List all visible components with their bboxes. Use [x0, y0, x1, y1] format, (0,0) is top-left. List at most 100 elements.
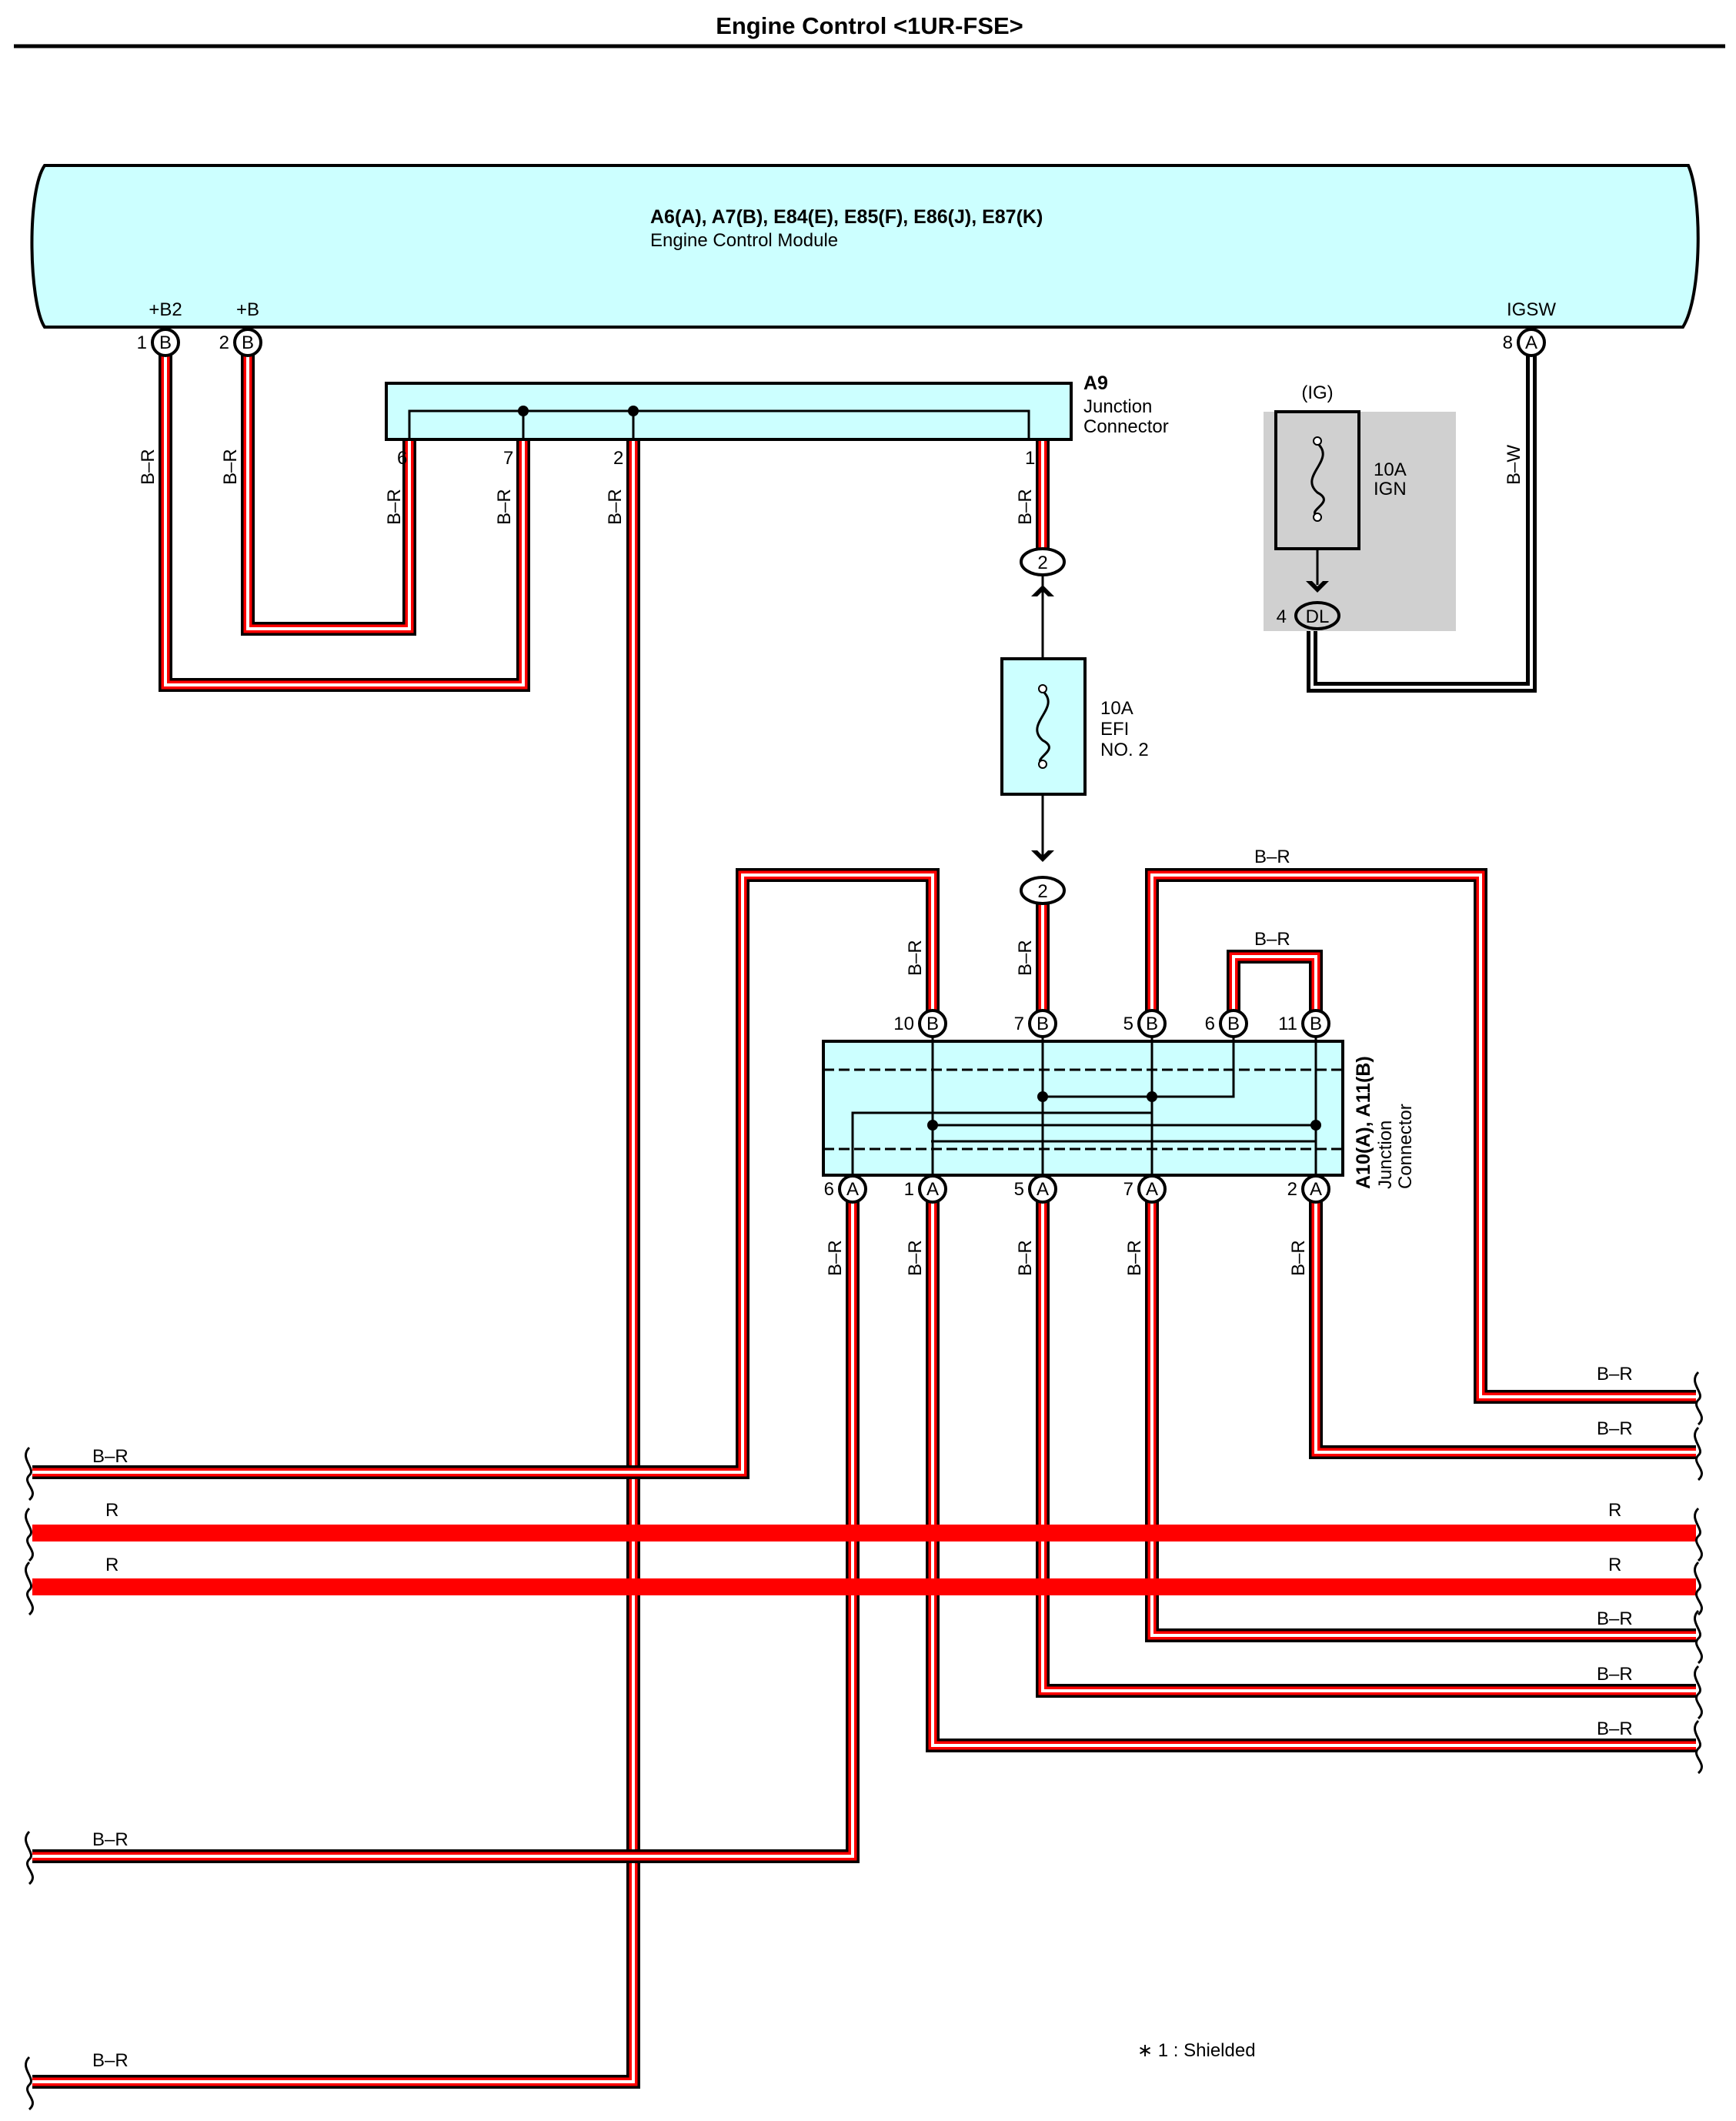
- a9-pin-2: 2: [613, 448, 623, 469]
- wire-break-right-icon: [1694, 1719, 1703, 1775]
- ign-dl-connector-label: DL: [1306, 606, 1330, 627]
- a10-splice-dot: [1037, 1091, 1048, 1102]
- b-r-wire-6b-11b: [1227, 950, 1323, 1022]
- a10-bottom-pin: A5: [1014, 1174, 1057, 1204]
- pin-number: 6: [824, 1179, 834, 1200]
- wire-break-left-icon: [25, 1446, 34, 1501]
- wire-label-b-r: B–R: [92, 1829, 129, 1850]
- pin-number: 8: [1503, 332, 1513, 353]
- pin-circle: [1028, 1009, 1057, 1038]
- b-r-wire-7a: [1145, 1195, 1696, 1642]
- a10-label: A10(A), A11(B) Junction Connector: [1353, 1056, 1416, 1189]
- pin-connector-letter: B: [1310, 1014, 1322, 1034]
- a10-internal-bus: [851, 1035, 1317, 1181]
- wire-break-right-icon: [1694, 1371, 1703, 1426]
- a10-bottom-pin: A1: [904, 1174, 947, 1204]
- pin-circle: [1028, 1174, 1057, 1204]
- shielded-note: ∗ 1 : Shielded: [1137, 2040, 1256, 2061]
- pin-connector-letter: B: [1037, 1014, 1049, 1034]
- ign-group-label: (IG): [1301, 382, 1333, 403]
- wire-break-right-icon: [1694, 1426, 1703, 1481]
- efi-fuse-box: [1000, 657, 1087, 796]
- pin-number: 1: [904, 1179, 914, 1200]
- a10-bottom-pin: A2: [1287, 1174, 1330, 1204]
- wire-label-b-r: B–R: [1015, 940, 1036, 976]
- a9-code: A9: [1083, 372, 1108, 394]
- engine-control-module-block: [30, 164, 1700, 329]
- efi-fuse-icon: [1036, 690, 1050, 766]
- wire-label-b-r: B–R: [1124, 1240, 1145, 1276]
- ign-fuse-name: IGN: [1374, 479, 1407, 499]
- wire-label-b-r: B–R: [220, 449, 241, 485]
- a10-splice-dot: [1310, 1120, 1321, 1131]
- wire-label-b-r: B–R: [1597, 1664, 1633, 1685]
- wire-label-b-r: B–R: [92, 1446, 129, 1467]
- a9-pin-6: 6: [397, 448, 407, 469]
- b-r-wire-5b: [1145, 868, 1696, 1404]
- pin-connector-letter: A: [1525, 332, 1537, 353]
- b-r-wire-10b: [32, 868, 940, 1479]
- pin-circle: [918, 1009, 947, 1038]
- pin-connector-letter: B: [1227, 1014, 1240, 1034]
- wire-break-right-icon: [1694, 1665, 1703, 1720]
- wire-break-left-icon: [25, 1830, 34, 1886]
- pin-circle: [233, 328, 262, 357]
- page-title: Engine Control <1UR-FSE>: [716, 12, 1023, 39]
- ecm-pin-b2-name: +B2: [149, 299, 182, 320]
- pin-circle: [1301, 1009, 1330, 1038]
- wire-label-b-r: B–R: [905, 940, 926, 976]
- pin-connector-letter: B: [242, 332, 254, 353]
- a10-top-pin: B6: [1205, 1009, 1248, 1038]
- pin-number: 5: [1123, 1014, 1133, 1034]
- efi-lower-connector-label: 2: [1037, 881, 1047, 902]
- wire-label-b-r: B–R: [494, 489, 515, 525]
- r-wire-2: [32, 1578, 1696, 1595]
- a10-top-pin: B7: [1014, 1009, 1057, 1038]
- wire-break-left-icon: [25, 1507, 34, 1562]
- pin-number: 5: [1014, 1179, 1024, 1200]
- pin-circle: [151, 328, 180, 357]
- pin-number: 7: [1014, 1014, 1024, 1034]
- efi-fuse-terminal: [1038, 684, 1047, 693]
- pin-circle: [838, 1174, 867, 1204]
- ecm-pin-8-a: A8: [1503, 328, 1546, 357]
- ign-fuse-rating: 10A: [1374, 459, 1407, 480]
- efi-fuse-rating: 10A: [1100, 698, 1133, 719]
- ign-fuse-box: [1274, 410, 1360, 550]
- ign-fuse-terminal: [1313, 513, 1322, 522]
- pin-connector-letter: A: [846, 1179, 859, 1200]
- b-r-wire-5a: [1036, 1195, 1696, 1698]
- pin-connector-letter: A: [1310, 1179, 1322, 1200]
- pin-connector-letter: A: [1037, 1179, 1049, 1200]
- efi-upper-connector: [1020, 547, 1066, 576]
- pin-number: 2: [1287, 1179, 1297, 1200]
- wire-label-b-r: B–R: [384, 489, 405, 525]
- pin-circle: [1137, 1174, 1167, 1204]
- a10-top-pin: B5: [1123, 1009, 1167, 1038]
- wire-label-b-r: B–R: [1015, 489, 1036, 525]
- wire-label-b-r: B–R: [1254, 847, 1290, 867]
- ign-arrow-icon: [1306, 581, 1329, 593]
- a10-bottom-pin: A6: [824, 1174, 867, 1204]
- ecm-pin-igsw-name: IGSW: [1507, 299, 1556, 320]
- efi-fuse-name: EFI: [1100, 719, 1129, 740]
- b-r-wire-b: [241, 349, 416, 636]
- ecm-name: Engine Control Module: [650, 230, 838, 251]
- ign-dl-pin-number: 4: [1277, 606, 1287, 627]
- a9-name-line2: Connector: [1083, 416, 1169, 437]
- wire-label-b-r: B–R: [1288, 1240, 1309, 1276]
- a10-a11-junction-connector: [822, 1040, 1344, 1177]
- wire-label-r: R: [105, 1555, 119, 1575]
- ecm-pin-1-b: B1: [137, 328, 180, 357]
- efi-lower-arrow-icon: [1031, 850, 1054, 862]
- a10-name-line2: Connector: [1395, 1104, 1416, 1189]
- wire-label-b-r: B–R: [92, 2050, 129, 2071]
- a9-splice-dot: [628, 406, 639, 416]
- wire-break-left-icon: [25, 2056, 34, 2111]
- wire-label-r: R: [105, 1500, 119, 1521]
- b-r-wire-b2: [159, 349, 530, 692]
- b-r-wire-6a: [32, 1195, 860, 1863]
- a9-pin-7: 7: [503, 448, 513, 469]
